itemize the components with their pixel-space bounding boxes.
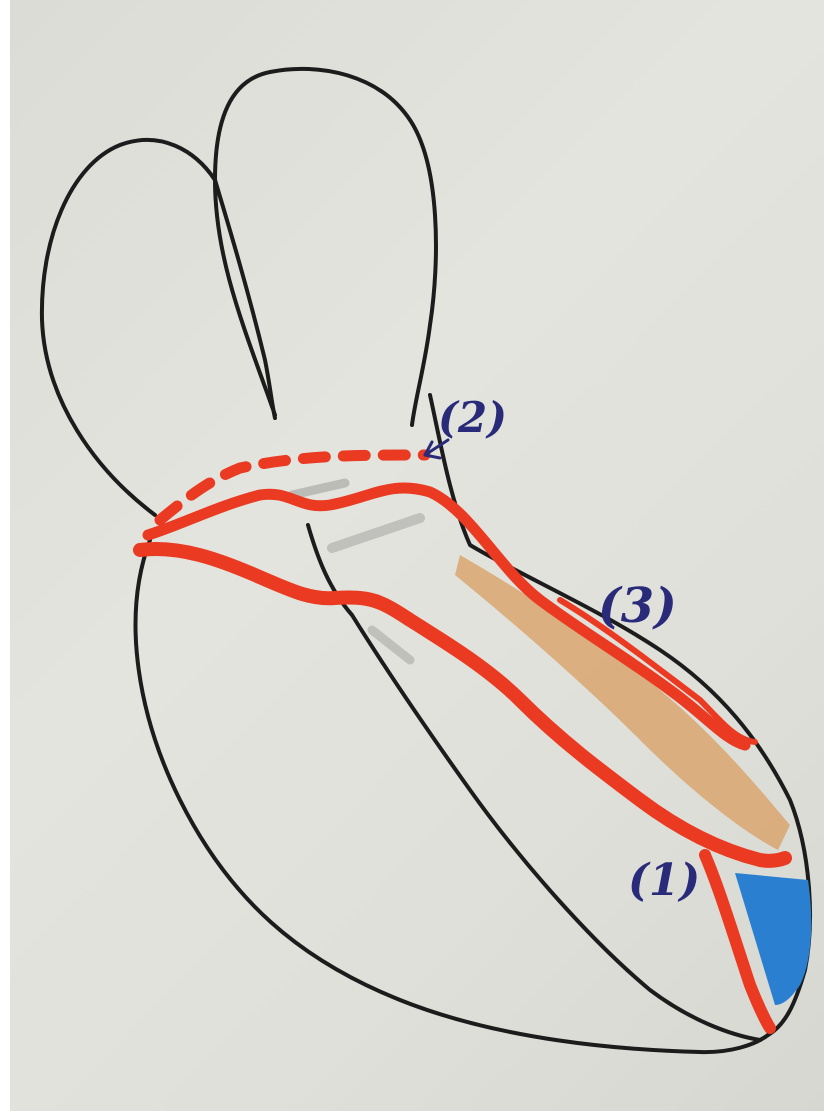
label-1: (1) bbox=[628, 855, 700, 906]
label-2: (2) bbox=[438, 393, 507, 442]
lobe-divider bbox=[215, 180, 275, 418]
label-3: (3) bbox=[598, 578, 677, 634]
shading-mark-1 bbox=[292, 483, 345, 495]
shading-mark-2 bbox=[332, 518, 420, 548]
left-lobe-outline bbox=[42, 140, 215, 515]
right-lobe-outline bbox=[215, 69, 436, 425]
